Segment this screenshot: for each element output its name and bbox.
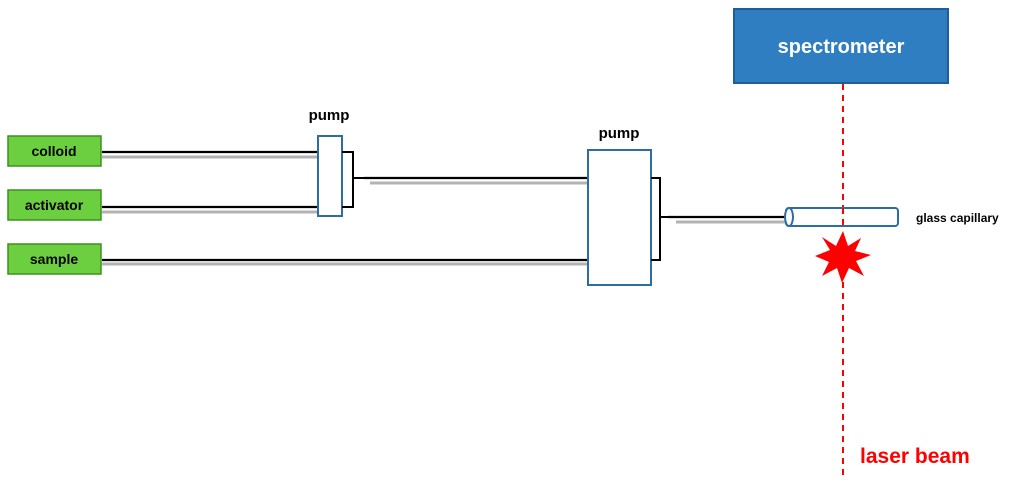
source-activator-label: activator xyxy=(25,197,84,213)
glass-capillary-label: glass capillary xyxy=(916,211,999,225)
glass-capillary: glass capillary xyxy=(784,207,999,227)
pump-2-label: pump xyxy=(599,125,640,142)
source-colloid-label: colloid xyxy=(31,143,76,159)
spectrometer: spectrometer xyxy=(733,8,949,84)
pump-1: pump xyxy=(309,107,364,217)
pump-1-merge-bracket xyxy=(342,151,364,208)
pump-2-merge-bracket xyxy=(651,177,668,261)
tube-shadows xyxy=(102,155,786,266)
laser-burst-icon xyxy=(815,231,871,283)
spectrometer-label: spectrometer xyxy=(778,36,905,58)
pump-2: pump xyxy=(587,125,668,286)
source-sample-label: sample xyxy=(30,251,78,267)
source-colloid: colloid xyxy=(7,135,102,167)
tubes xyxy=(102,150,786,262)
laser-beam-label: laser beam xyxy=(860,445,970,468)
source-sample: sample xyxy=(7,243,102,275)
source-activator: activator xyxy=(7,189,102,221)
pump-1-label: pump xyxy=(309,107,350,124)
laser-beam: laser beam xyxy=(842,84,970,478)
